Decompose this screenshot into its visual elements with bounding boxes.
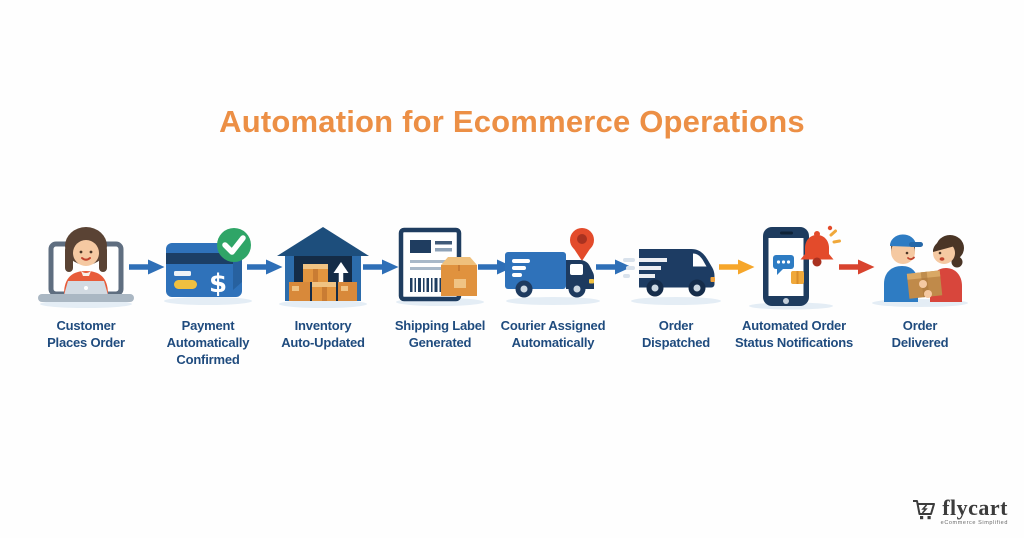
step-label: Order Dispatched: [641, 318, 711, 351]
flow-arrow: [363, 259, 399, 275]
step-status-notifications: Automated Order Status Notifications: [719, 222, 869, 351]
phone-notification-icon: [739, 222, 849, 310]
step-label: Inventory Auto-Updated: [281, 318, 365, 351]
step-label: Shipping Label Generated: [394, 318, 486, 351]
flow-arrow: [596, 259, 632, 275]
step-inventory-updated: Inventory Auto-Updated: [248, 222, 398, 351]
flow-arrow: [839, 259, 875, 275]
delivery-van-icon: [621, 222, 731, 310]
flow-arrow: [719, 259, 755, 275]
flow-arrow: [478, 259, 514, 275]
credit-card-check-icon: $: [153, 222, 263, 310]
cart-icon: [912, 500, 935, 520]
shipping-label-icon: [385, 222, 495, 310]
step-order-delivered: Order Delivered: [845, 222, 995, 351]
svg-text:$: $: [209, 269, 227, 299]
step-label: Payment Automatically Confirmed: [166, 318, 250, 368]
flow-arrow: [247, 259, 283, 275]
step-label: Order Delivered: [891, 318, 949, 351]
step-customer-places-order: Customer Places Order: [11, 222, 161, 351]
warehouse-boxes-icon: [268, 222, 378, 310]
logo-tagline: eCommerce Simplified: [940, 520, 1008, 526]
flycart-logo: flycart eCommerce Simplified: [911, 497, 1008, 526]
page-title: Automation for Ecommerce Operations: [219, 104, 805, 139]
delivery-handoff-icon: [865, 222, 975, 310]
customer-laptop-icon: [31, 222, 141, 310]
step-shipping-label-generated: Shipping Label Generated: [365, 222, 515, 351]
step-label: Courier Assigned Automatically: [500, 318, 606, 351]
step-courier-assigned: Courier Assigned Automatically: [478, 222, 628, 351]
flow-arrow: [129, 259, 165, 275]
step-label: Customer Places Order: [47, 318, 125, 351]
step-payment-confirmed: $ Payment Automatically Confirmed: [133, 222, 283, 368]
logo-brand: flycart: [942, 495, 1008, 520]
step-order-dispatched: Order Dispatched: [601, 222, 751, 351]
step-label: Automated Order Status Notifications: [734, 318, 854, 351]
courier-truck-pin-icon: [498, 222, 608, 310]
logo-text: flycart eCommerce Simplified: [940, 495, 1008, 527]
